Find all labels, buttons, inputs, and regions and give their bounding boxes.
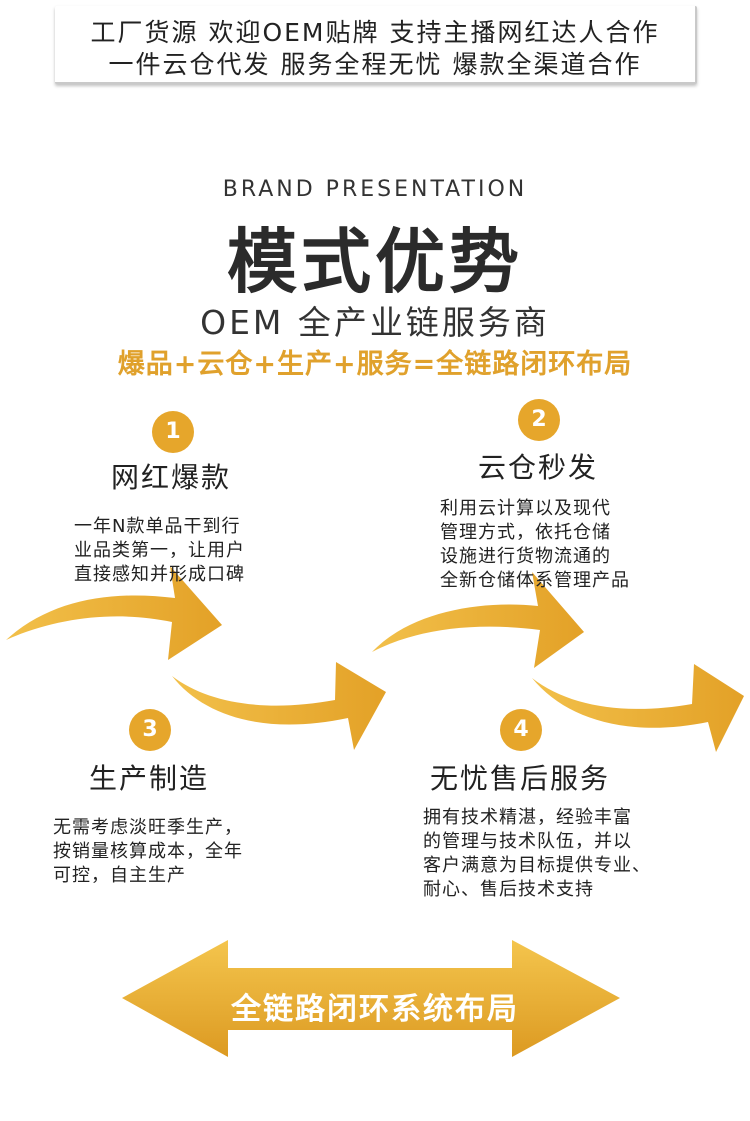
step-3-desc-line: 可控，自主生产 [53,865,186,886]
step-4-number-badge: 4 [500,709,542,751]
step-2-desc-line: 管理方式，依托仓储 [440,522,611,543]
page-subtitle: OEM 全产业链服务商 [200,303,550,342]
brand-label: BRAND PRESENTATION [222,177,528,202]
step-3-description: 无需考虑淡旺季生产， 按销量核算成本，全年 可控，自主生产 [53,816,243,888]
curved-arrow-3-icon [372,572,584,668]
step-3-desc-line: 按销量核算成本，全年 [53,841,243,862]
step-2-desc-line: 全新仓储体系管理产品 [440,570,630,591]
step-3-number-badge: 3 [129,709,171,751]
curved-arrow-2-icon [172,662,386,750]
step-1-desc-line: 业品类第一，让用户 [74,540,245,561]
step-4-description: 拥有技术精湛，经验丰富 的管理与技术队伍，并以 客户满意为目标提供专业、 耐心、… [423,806,651,902]
step-1-description: 一年N款单品干到行 业品类第一，让用户 直接感知并形成口碑 [74,515,245,587]
step-4-desc-line: 的管理与技术队伍，并以 [423,831,632,852]
curved-arrow-4-icon [532,664,744,752]
step-2-description: 利用云计算以及现代 管理方式，依托仓储 设施进行货物流通的 全新仓储体系管理产品 [440,497,630,593]
step-1-desc-line: 直接感知并形成口碑 [74,564,245,585]
step-3-title: 生产制造 [89,762,210,795]
header-line-2: 一件云仓代发 服务全程无忧 爆款全渠道合作 [108,50,642,79]
header-line-1: 工厂货源 欢迎OEM贴牌 支持主播网红达人合作 [90,18,660,47]
step-2-number-badge: 2 [518,399,560,441]
double-arrow-icon [122,940,620,1057]
step-1-number-badge: 1 [152,411,194,453]
step-1-desc-line: 一年N款单品干到行 [74,516,241,537]
closed-loop-label: 全链路闭环系统布局 [231,992,519,1027]
step-3-desc-line: 无需考虑淡旺季生产， [53,817,243,838]
step-4-desc-line: 耐心、售后技术支持 [423,879,594,900]
tagline: 爆品+云仓+生产+服务=全链路闭环布局 [117,349,633,380]
step-1-title: 网红爆款 [111,461,232,494]
step-2-desc-line: 设施进行货物流通的 [440,546,611,567]
curved-arrow-1-icon [6,566,222,660]
page-title: 模式优势 [227,221,523,303]
step-4-desc-line: 拥有技术精湛，经验丰富 [423,807,632,828]
step-2-desc-line: 利用云计算以及现代 [440,498,611,519]
step-2-title: 云仓秒发 [478,451,599,484]
header-banner: 工厂货源 欢迎OEM贴牌 支持主播网红达人合作 一件云仓代发 服务全程无忧 爆款… [55,6,697,84]
step-4-desc-line: 客户满意为目标提供专业、 [423,855,651,876]
step-4-title: 无忧售后服务 [430,762,611,795]
